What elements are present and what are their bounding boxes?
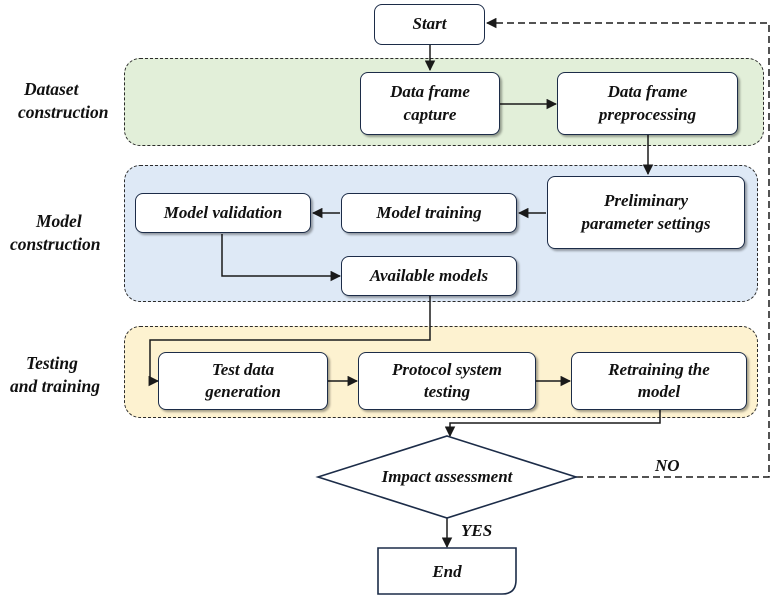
retraining-model-node: Retraining the model bbox=[571, 352, 747, 410]
dataset-label-line2: construction bbox=[18, 101, 109, 122]
capture-label-line2: capture bbox=[403, 104, 457, 124]
data-frame-capture-node: Data frame capture bbox=[360, 72, 500, 135]
impact-assessment-label: Impact assessment bbox=[318, 462, 576, 492]
testgen-label-line1: Test data bbox=[211, 359, 275, 379]
dataset-label-line1: Dataset bbox=[24, 79, 79, 99]
protocol-label-line1: Protocol system bbox=[391, 359, 502, 379]
model-label-line1: Model bbox=[36, 211, 82, 231]
start-node: Start bbox=[374, 4, 485, 45]
testing-label-line2: and training bbox=[10, 375, 100, 396]
model-training-node: Model training bbox=[341, 193, 517, 233]
edge-retrain-to-decision bbox=[444, 410, 661, 438]
testgen-label-line2: generation bbox=[205, 382, 281, 401]
yes-edge-label: YES bbox=[461, 521, 493, 540]
testing-training-label: Testing and training bbox=[10, 352, 100, 398]
training-label: Model training bbox=[376, 202, 482, 222]
end-text: End bbox=[432, 562, 462, 581]
protocol-system-testing-node: Protocol system testing bbox=[358, 352, 536, 410]
impact-assessment-text: Impact assessment bbox=[381, 467, 513, 486]
edge-available-to-testgen bbox=[148, 296, 431, 387]
retrain-label-line2: model bbox=[637, 382, 681, 401]
preliminary-parameter-settings-node: Preliminary parameter settings bbox=[547, 176, 745, 249]
preprocessing-label-line2: preprocessing bbox=[598, 104, 697, 124]
capture-label-line1: Data frame bbox=[390, 82, 470, 102]
preprocessing-label-line1: Data frame bbox=[607, 82, 688, 102]
end-terminal-shape bbox=[377, 547, 517, 595]
impact-assessment-diamond bbox=[315, 435, 579, 519]
validation-label: Model validation bbox=[163, 202, 283, 222]
no-edge-label: NO bbox=[655, 456, 680, 475]
retrain-label-line1: Retraining the bbox=[608, 359, 710, 379]
model-validation-node: Model validation bbox=[135, 193, 311, 233]
edge-decision-no-to-start bbox=[485, 17, 770, 478]
params-label-line2: parameter settings bbox=[581, 213, 711, 233]
edge-validation-to-available bbox=[221, 234, 342, 282]
data-frame-preprocessing-node: Data frame preprocessing bbox=[557, 72, 738, 135]
start-label: Start bbox=[412, 14, 447, 34]
model-construction-label: Model construction bbox=[10, 210, 100, 256]
model-label-line2: construction bbox=[10, 233, 101, 254]
available-label: Available models bbox=[369, 265, 489, 285]
end-label: End bbox=[378, 556, 516, 588]
protocol-label-line2: testing bbox=[423, 382, 471, 401]
params-label-line1: Preliminary bbox=[603, 191, 689, 211]
testing-label-line1: Testing bbox=[26, 353, 78, 373]
dataset-construction-label: Dataset construction bbox=[18, 78, 108, 124]
available-models-node: Available models bbox=[341, 256, 517, 296]
test-data-generation-node: Test data generation bbox=[158, 352, 328, 410]
